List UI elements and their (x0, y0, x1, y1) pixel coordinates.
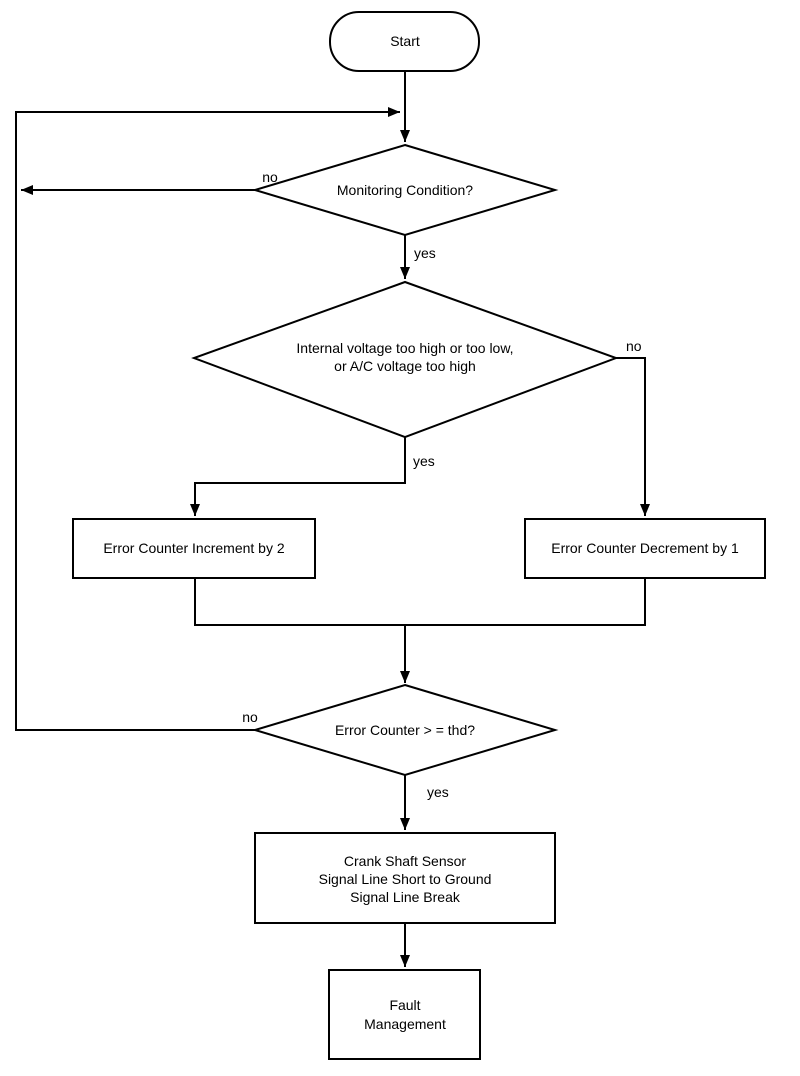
edge-label-monitoring-no: no (262, 169, 278, 185)
process-fault-detect-line3: Signal Line Break (350, 889, 461, 905)
connector-counter-merge (194, 578, 646, 626)
decision-voltage-label-line2: or A/C voltage too high (334, 358, 476, 374)
start-label: Start (390, 33, 420, 49)
process-fault-mgmt-line1: Fault (389, 997, 420, 1013)
connector-voltage-no (616, 357, 650, 516)
process-error-counter-increment (72, 518, 316, 579)
process-fault-detect-line1: Crank Shaft Sensor (344, 853, 467, 869)
edge-label-threshold-yes: yes (427, 784, 449, 800)
process-fault-detect-line2: Signal Line Short to Ground (319, 871, 492, 887)
process-fault-management (328, 969, 481, 1060)
decision-monitoring-condition (251, 143, 559, 237)
edge-label-voltage-yes: yes (413, 453, 435, 469)
process-crank-shaft-sensor-fault (254, 832, 556, 924)
connector-voltage-yes (190, 437, 406, 516)
process-decrement-label: Error Counter Decrement by 1 (551, 540, 739, 556)
decision-voltage-check (191, 280, 619, 439)
process-error-counter-decrement (524, 518, 766, 579)
edge-label-threshold-no: no (242, 709, 258, 725)
process-increment-label: Error Counter Increment by 2 (103, 540, 285, 556)
decision-error-counter-threshold (251, 683, 559, 777)
process-fault-mgmt-line2: Management (364, 1016, 446, 1032)
connector-threshold-no-loop (15, 107, 400, 731)
decision-threshold-label: Error Counter > = thd? (335, 722, 475, 738)
decision-voltage-label-line1: Internal voltage too high or too low, (296, 340, 513, 356)
edge-label-voltage-no: no (626, 338, 642, 354)
edge-label-monitoring-yes: yes (414, 245, 436, 261)
decision-monitoring-label: Monitoring Condition? (337, 182, 473, 198)
start-node (329, 11, 480, 72)
